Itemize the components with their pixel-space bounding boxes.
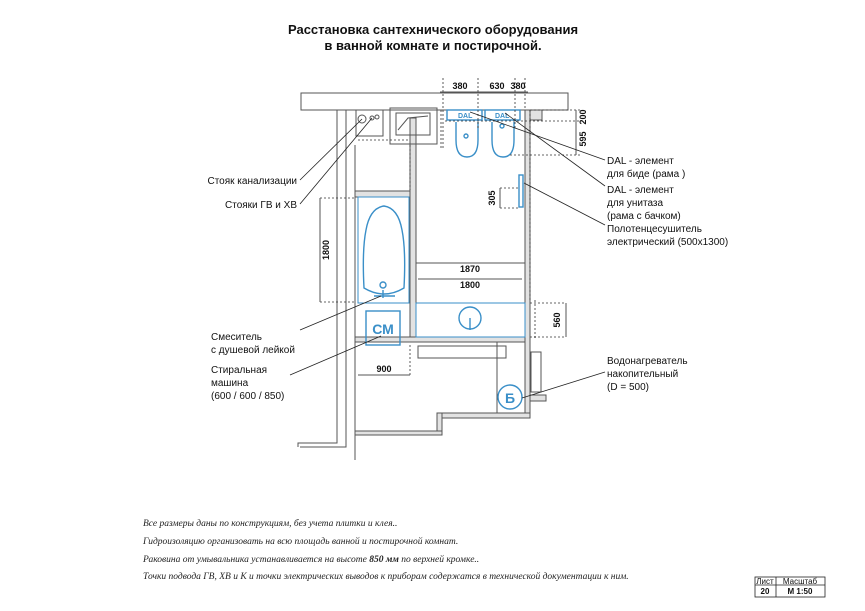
label-towel-2: электрический (500х1300): [607, 237, 728, 248]
label-boiler-3: (D = 500): [607, 382, 649, 393]
note-2: Гидроизоляцию организовать на всю площад…: [142, 536, 458, 547]
bathtub: [357, 196, 410, 304]
title-line-2: в ванной комнате и постирочной.: [324, 38, 541, 53]
svg-text:380: 380: [510, 81, 525, 91]
label-towel-1: Полотенцесушитель: [607, 224, 702, 235]
label-dal-toilet-3: (рама с бачком): [607, 210, 681, 222]
svg-text:DAL: DAL: [458, 113, 473, 120]
note-4: Точки подвода ГВ, ХВ и К и точки электри…: [143, 571, 629, 582]
dal-bidet: DAL: [446, 109, 483, 158]
towel-dryer: [518, 174, 524, 208]
dimensions: 380 630 380 200 595 305 1800 1870 1800 5…: [319, 78, 588, 376]
vanity-sink: [389, 107, 438, 145]
svg-text:1870: 1870: [460, 264, 480, 274]
label-sewer-riser: Стояк канализации: [207, 176, 297, 187]
label-water-risers: Стояки ГВ и ХВ: [225, 200, 297, 211]
label-mixer-1: Смеситель: [211, 332, 262, 343]
label-washer-3: (600 / 600 / 850): [211, 391, 284, 402]
label-dal-toilet-2: для унитаза: [607, 198, 663, 209]
label-dal-bidet-1: DAL - элемент: [607, 156, 674, 167]
riser-box: [355, 109, 384, 137]
svg-text:М 1:50: М 1:50: [788, 587, 813, 596]
svg-text:СМ: СМ: [372, 321, 394, 337]
label-boiler-2: накопительный: [607, 369, 678, 380]
svg-text:200: 200: [578, 109, 588, 124]
label-mixer-2: с душевой лейкой: [211, 345, 295, 356]
svg-text:380: 380: [452, 81, 467, 91]
washbasin: [415, 302, 526, 338]
svg-text:900: 900: [376, 364, 391, 374]
svg-text:1800: 1800: [460, 280, 480, 290]
label-dal-toilet-1: DAL - элемент: [607, 185, 674, 196]
label-boiler-1: Водонагреватель: [607, 356, 688, 367]
leader-lines: [289, 111, 606, 399]
title-line-1: Расстановка сантехнического оборудования: [288, 22, 578, 37]
svg-text:630: 630: [489, 81, 504, 91]
note-3: Раковина от умывальника устанавливается …: [142, 554, 479, 565]
svg-text:20: 20: [761, 587, 770, 596]
title-stamp: Лист Масштаб 20 М 1:50: [754, 576, 826, 598]
svg-text:305: 305: [487, 190, 497, 205]
label-washer-2: машина: [211, 378, 249, 389]
washing-machine: СМ: [365, 310, 401, 346]
svg-text:1800: 1800: [321, 240, 331, 260]
label-washer-1: Стиральная: [211, 365, 267, 376]
svg-text:Лист: Лист: [756, 577, 774, 586]
svg-text:560: 560: [552, 312, 562, 327]
svg-text:DAL: DAL: [495, 113, 510, 120]
svg-text:Масштаб: Масштаб: [783, 577, 818, 586]
svg-text:Б: Б: [505, 390, 515, 406]
water-heater: Б: [497, 384, 523, 410]
note-1: Все размеры даны по конструкциям, без уч…: [143, 518, 397, 529]
walls: [297, 92, 569, 460]
label-dal-bidet-2: для биде (рама ): [607, 168, 685, 180]
dal-toilet: DAL: [484, 109, 521, 158]
svg-text:595: 595: [578, 131, 588, 146]
